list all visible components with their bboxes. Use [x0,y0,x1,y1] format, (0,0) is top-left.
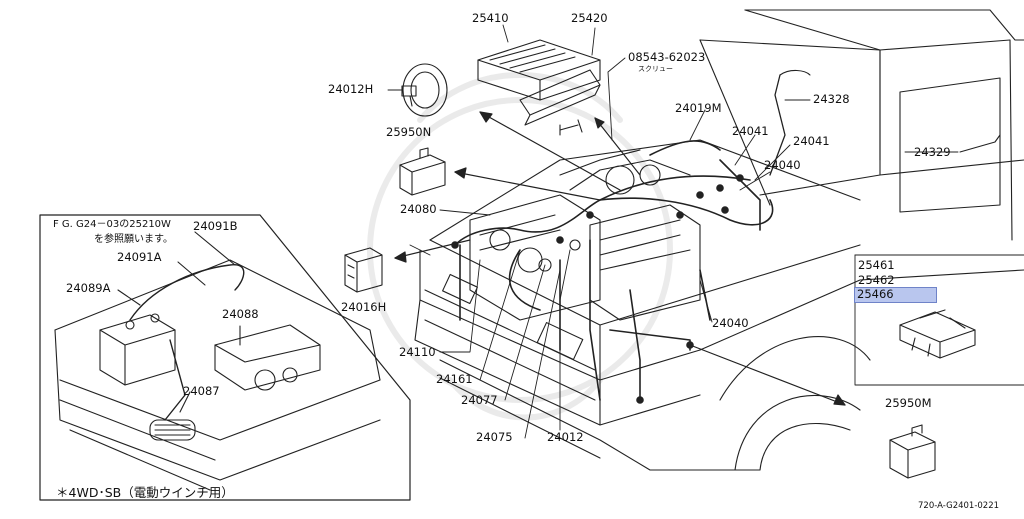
label-25950N: 25950N [386,125,432,139]
label-25461: 25461 [858,258,895,272]
label-24016H: 24016H [341,300,387,314]
diagram-id: 720-A-G2401-0221 [918,501,1000,511]
label-24019M: 24019M [675,101,722,115]
connector-24016H [344,247,383,293]
label-24110: 24110 [399,345,436,359]
fuse-part-panel [899,309,976,359]
relay-25950M [889,424,936,479]
antenna-cable-end [779,69,811,76]
antenna-cable [769,74,786,176]
pointer-arrows [394,111,846,406]
label-24040-top: 24040 [764,158,801,172]
note-line-2: を参照願います。 [94,234,173,245]
label-08543-62023: 08543-62023 [628,50,706,64]
label-24041-left: 24041 [732,124,769,138]
screw-08543 [559,119,583,136]
label-screw: スクリュー [638,65,673,73]
label-24091A: 24091A [117,250,162,264]
winch-inset [39,214,411,501]
footnote-4wd: ＊4WD･SB（電動ウインチ用） [56,485,234,500]
label-24012H: 24012H [328,82,374,96]
label-25462: 25462 [858,273,895,287]
note-line-1: F G. G24－03の25210W [53,219,171,230]
round-connector-24012H [401,63,448,117]
label-25420: 25420 [571,11,608,25]
truck-body [414,9,1024,471]
label-24040-bottom: 24040 [712,316,749,330]
label-24080: 24080 [400,202,437,216]
label-24089A: 24089A [66,281,111,295]
leader-lines [387,24,1024,439]
label-25466-highlighted[interactable]: 25466 [854,287,937,303]
label-24091B: 24091B [193,219,238,233]
engine-block [469,149,701,321]
label-24328: 24328 [813,92,850,106]
label-24087: 24087 [183,384,220,398]
label-24088: 24088 [222,307,259,321]
fuse-cover-25420 [519,69,601,126]
fuse-block-25410 [477,39,601,101]
label-25950M: 25950M [885,396,932,410]
relay-25950N [399,147,446,196]
label-24329: 24329 [914,145,951,159]
rear-harness-24329 [959,134,1001,153]
label-24041-right: 24041 [793,134,830,148]
label-25410: 25410 [472,11,509,25]
label-24075: 24075 [476,430,513,444]
label-24012: 24012 [547,430,584,444]
label-24077: 24077 [461,393,498,407]
label-24161: 24161 [436,372,473,386]
